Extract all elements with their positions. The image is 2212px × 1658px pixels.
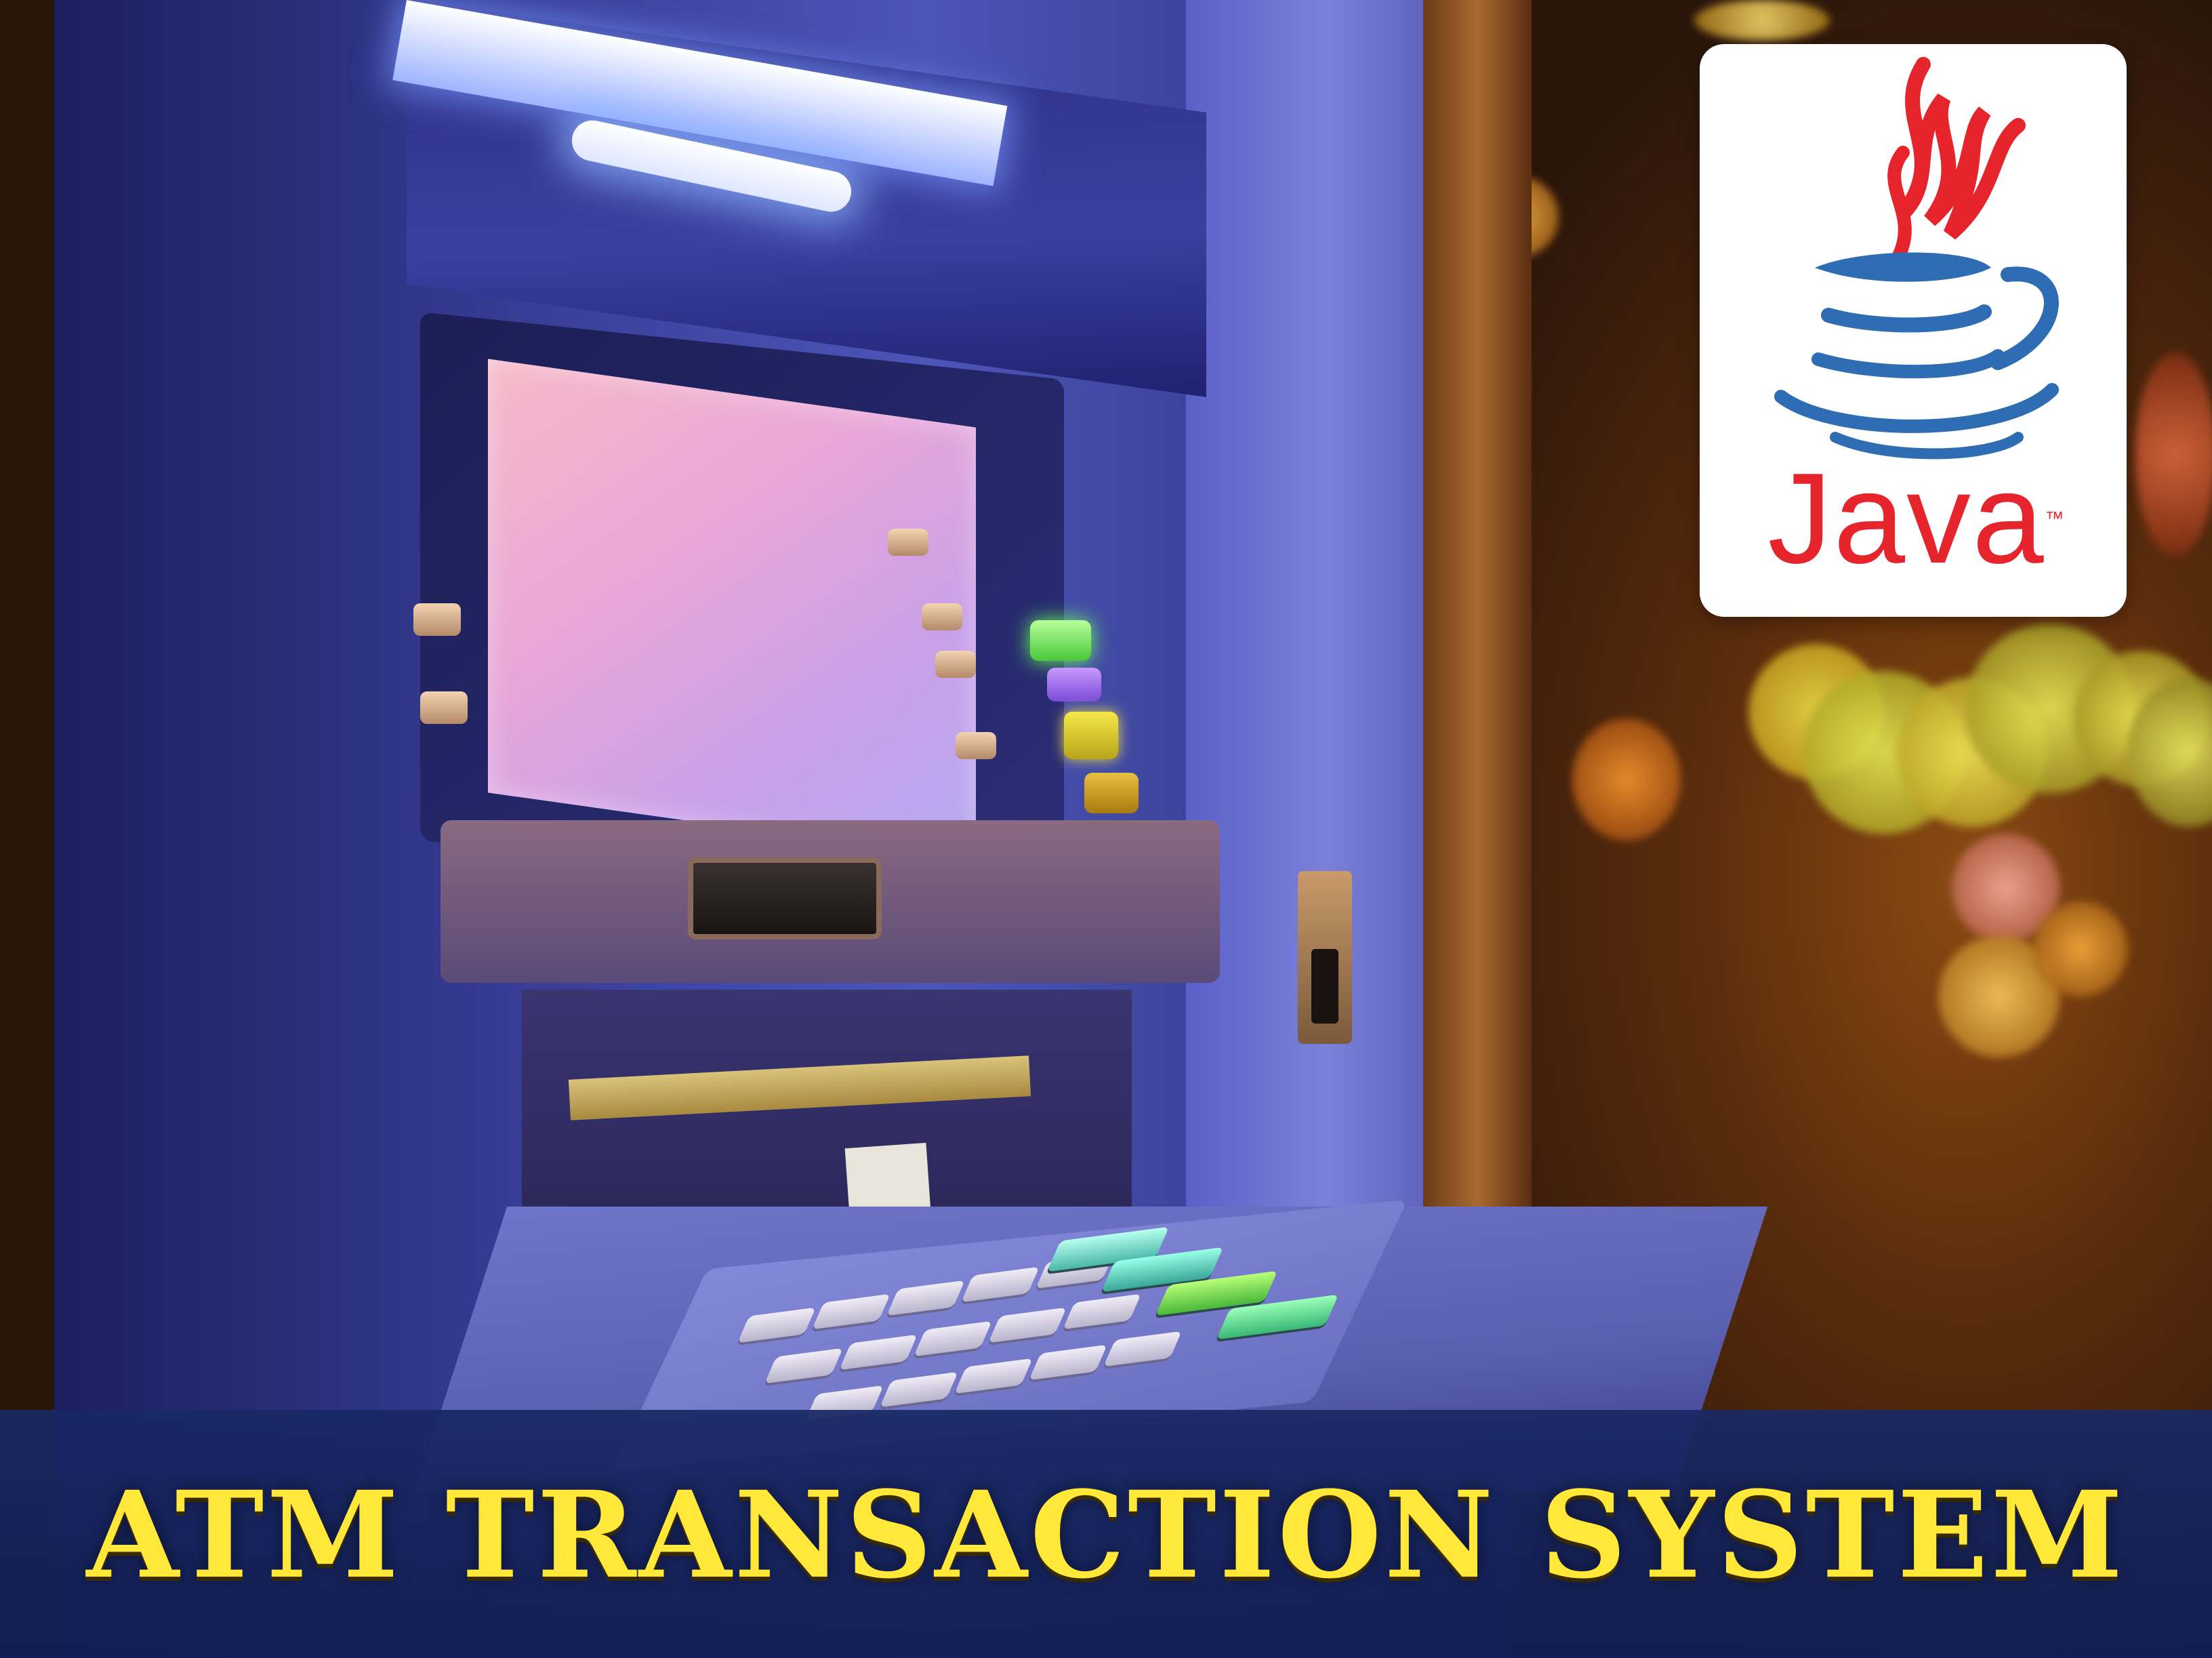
bokeh-light [1694, 0, 1830, 41]
atm-side-button [935, 651, 976, 678]
atm-status-led [1030, 620, 1091, 661]
atm-screen [488, 359, 976, 862]
atm-status-led [1064, 712, 1118, 759]
card-slot [688, 857, 882, 939]
atm-side-button [956, 732, 996, 759]
cash-dispenser-area [522, 990, 1132, 1247]
atm-right-slot-opening [1311, 949, 1338, 1024]
trademark-symbol: ™ [2045, 508, 2066, 529]
banner-title: ATM TRANSACTION SYSTEM [86, 1465, 2126, 1605]
java-wordmark: Java™ [1767, 451, 2066, 586]
atm-side-button [413, 603, 461, 636]
atm-pillar [1423, 0, 1532, 1423]
atm-side-button [922, 603, 962, 630]
title-banner [0, 1410, 2212, 1658]
atm-status-led [1047, 668, 1101, 702]
atm-side-button [888, 529, 928, 556]
atm-status-led [1084, 773, 1139, 813]
java-logo: Java™ [1700, 44, 2127, 617]
atm-side-button [420, 691, 468, 724]
java-wordmark-text: Java [1767, 447, 2045, 590]
receipt-paper [844, 1142, 931, 1217]
bokeh-light [2135, 352, 2212, 556]
bokeh-light [1572, 719, 1681, 841]
java-coffee-cup-icon [1774, 57, 2059, 460]
bokeh-light [2033, 902, 2128, 996]
